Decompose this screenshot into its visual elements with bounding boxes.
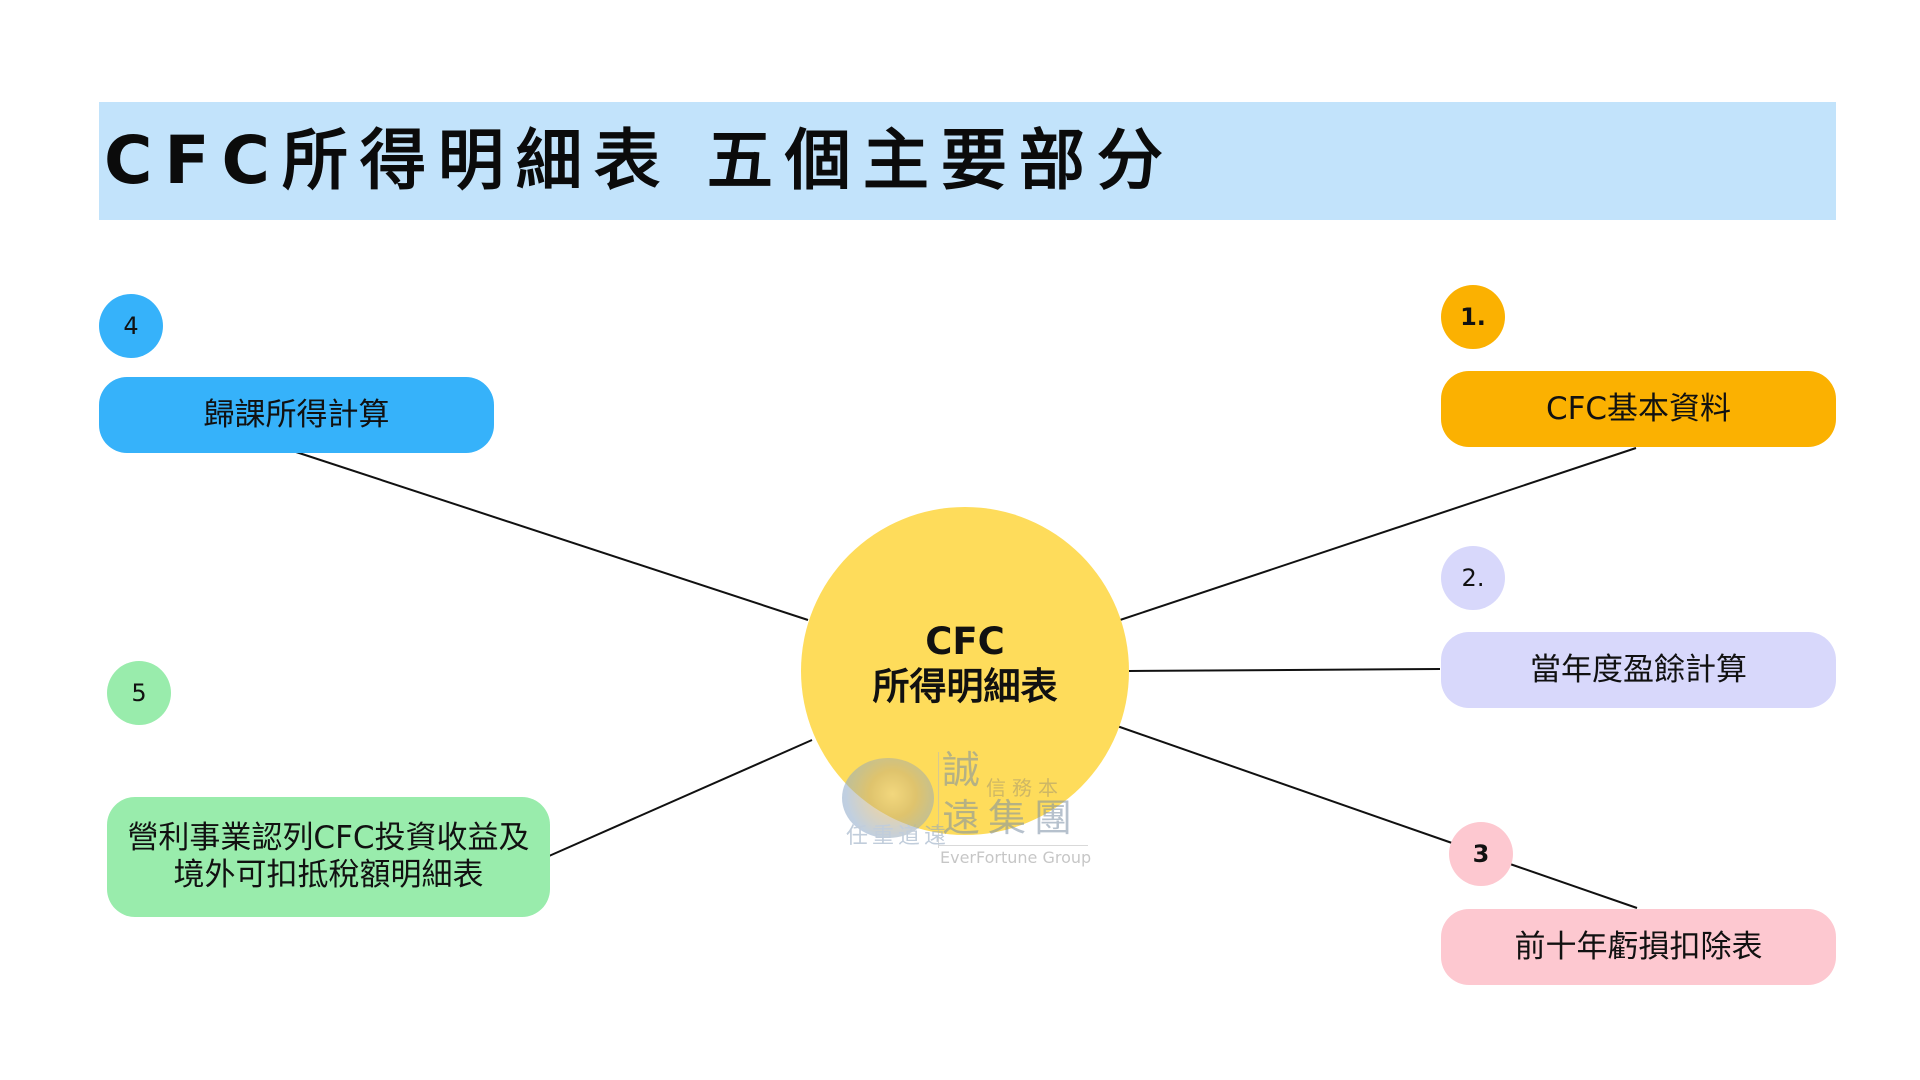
node-ten-year-loss: 前十年虧損扣除表 [1441,909,1836,985]
node-current-year-earnings: 當年度盈餘計算 [1441,632,1836,708]
badge-1: 1. [1441,285,1505,349]
company-watermark: 誠 信務本 遠集團 任重道遠 EverFortune Group [842,748,1102,873]
node-cfc-basic-info: CFC基本資料 [1441,371,1836,447]
title-banner [99,102,1836,220]
connector-node-4 [295,451,809,621]
connector-node-1 [1119,447,1637,621]
watermark-char-top: 誠 [942,748,983,792]
connector-node-5 [548,739,813,857]
node-5-line-2: 境外可扣抵稅額明細表 [173,857,484,893]
node-investment-income-tax-credit: 營利事業認列CFC投資收益及 境外可扣抵稅額明細表 [107,797,550,917]
hub-line-2: 所得明細表 [872,665,1058,708]
connector-node-2 [1128,668,1441,672]
watermark-motto: 信務本 [986,776,1064,800]
connector-node-3b [1509,863,1638,909]
node-attributed-income: 歸課所得計算 [99,377,494,453]
hub-line-1: CFC [925,620,1005,663]
globe-icon [842,758,934,838]
badge-5: 5 [107,661,171,725]
node-5-line-1: 營利事業認列CFC投資收益及 [127,820,530,856]
badge-2: 2. [1441,546,1505,610]
watermark-name: 遠集團 [942,796,1081,840]
watermark-underline [938,845,1088,846]
page-title: CFC所得明細表 五個主要部分 [104,122,1175,199]
badge-3: 3 [1449,822,1513,886]
watermark-english: EverFortune Group [940,848,1092,867]
connector-node-3 [1116,725,1453,844]
badge-4: 4 [99,294,163,358]
watermark-slogan: 任重道遠 [846,824,951,849]
watermark-divider [938,752,939,848]
